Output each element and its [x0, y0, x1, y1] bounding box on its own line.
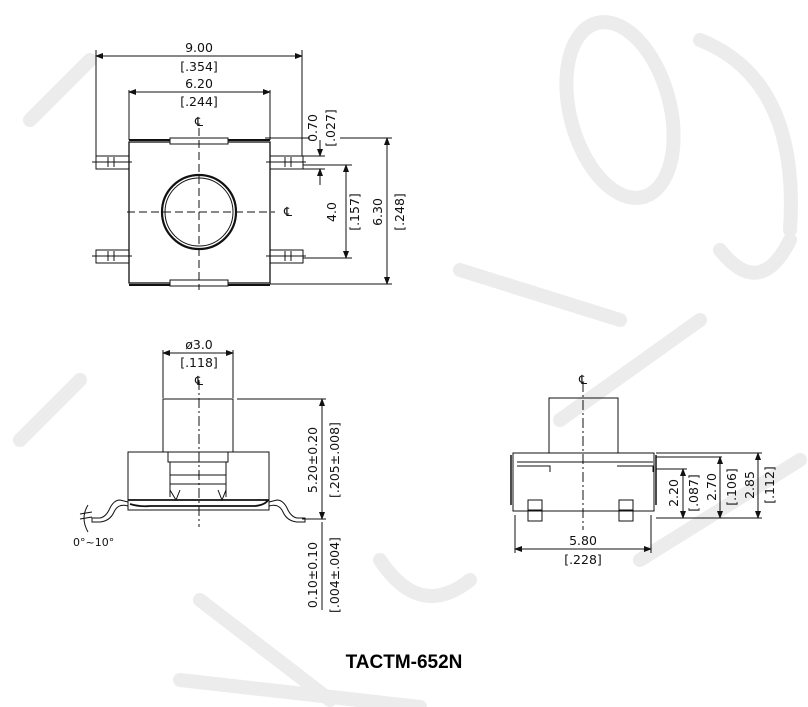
- dim-actuator-dia: ø3.0: [185, 337, 213, 352]
- dim-body-width-in: [.244]: [180, 94, 218, 109]
- dim-lead-width-in: [.027]: [323, 109, 338, 147]
- dim-height: 5.20±0.20: [305, 427, 320, 493]
- dim-side-width-in: [.228]: [564, 552, 602, 567]
- dim-overall-width-in: [.354]: [180, 59, 218, 74]
- side-view: [510, 382, 762, 553]
- watermark: [13, 15, 807, 707]
- part-number-title: TACTM-652N: [345, 652, 463, 673]
- centerline-symbol: ℄: [578, 372, 587, 387]
- dim-lead-angle: 0°~10°: [73, 536, 114, 549]
- top-view: [92, 50, 392, 290]
- centerline-symbol: ℄: [194, 373, 203, 388]
- dim-h1: 2.20: [666, 479, 681, 507]
- dim-overall-width: 9.00: [185, 40, 213, 55]
- front-view: [79, 350, 326, 610]
- dim-side-width: 5.80: [569, 533, 597, 548]
- dim-standoff: 0.10±0.10: [305, 542, 320, 608]
- dim-h1-in: [.087]: [686, 474, 701, 512]
- dim-lead-pitch: 4.0: [324, 202, 339, 222]
- dim-h2-in: [.106]: [724, 468, 739, 506]
- dim-h2: 2.70: [704, 473, 719, 501]
- dim-h3-in: [.112]: [762, 466, 777, 504]
- dim-lead-pitch-in: [.157]: [347, 193, 362, 231]
- dim-h3: 2.85: [742, 471, 757, 499]
- dim-body-depth-in: [.248]: [392, 193, 407, 231]
- dim-body-depth: 6.30: [370, 198, 385, 226]
- centerline-symbol: ℄: [194, 114, 203, 129]
- dim-actuator-dia-in: [.118]: [180, 355, 218, 370]
- dim-standoff-in: [.004±.004]: [327, 537, 342, 613]
- dim-height-in: [.205±.008]: [327, 422, 342, 498]
- centerline-symbol: ℄: [283, 204, 292, 219]
- dim-lead-width: 0.70: [305, 114, 320, 142]
- dim-body-width: 6.20: [185, 76, 213, 91]
